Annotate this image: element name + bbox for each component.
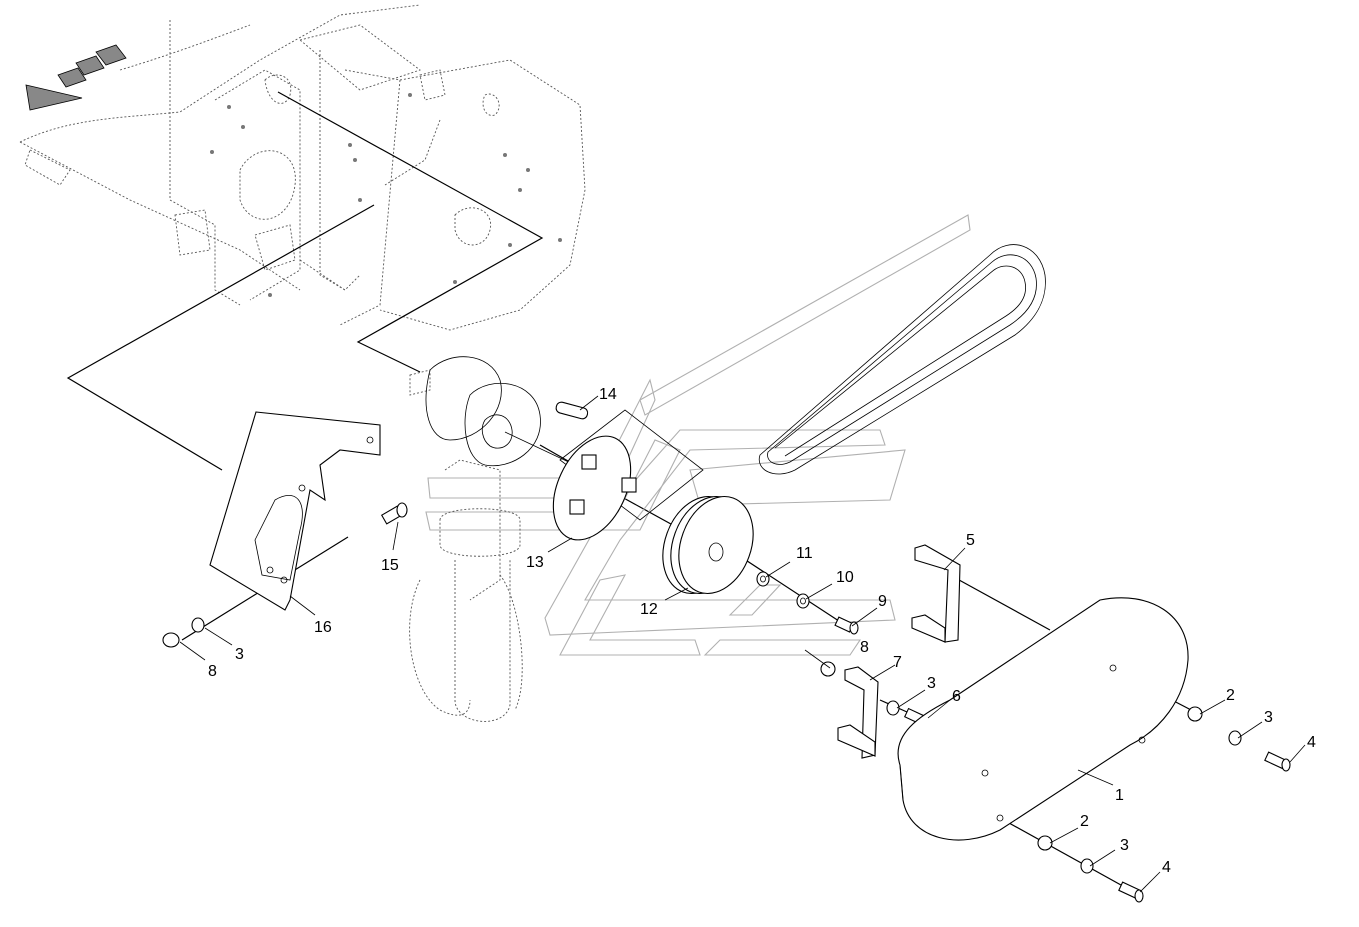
- callout-8b: 8: [208, 663, 217, 680]
- callout-3c: 3: [927, 675, 936, 692]
- callout-4a: 4: [1307, 734, 1316, 751]
- callout-3a: 3: [1264, 709, 1273, 726]
- part-1-belt-guard: [897, 597, 1189, 841]
- machine-housing: [19, 4, 586, 331]
- callout-8a: 8: [860, 639, 869, 656]
- hardware: [162, 571, 1291, 903]
- callout-labels: 1 2 2 3 3 3 3 4 4 5 6 7 8 8 9 10 11 12 1…: [208, 386, 1316, 876]
- callout-4b: 4: [1162, 859, 1171, 876]
- callout-6: 6: [952, 688, 961, 705]
- callout-12: 12: [640, 601, 658, 618]
- callout-2b: 2: [1080, 813, 1089, 830]
- part-16-shield-plate: [209, 411, 381, 611]
- callout-leaders: [179, 395, 1306, 893]
- gearbox-assembly: [409, 356, 576, 722]
- callout-1: 1: [1115, 787, 1124, 804]
- callout-16: 16: [314, 619, 332, 636]
- part-14-key: [555, 401, 589, 420]
- drive-belt: [758, 244, 1046, 475]
- callout-14: 14: [599, 386, 617, 403]
- callout-7: 7: [893, 654, 902, 671]
- callout-15: 15: [381, 557, 399, 574]
- callout-3d: 3: [235, 646, 244, 663]
- part-12-pulley: [662, 495, 754, 595]
- callout-10: 10: [836, 569, 854, 586]
- callout-3b: 3: [1120, 837, 1129, 854]
- part-7-bracket: [837, 666, 879, 759]
- callout-5: 5: [966, 532, 975, 549]
- part-13-hub: [552, 409, 704, 541]
- part-5-bracket: [911, 544, 961, 643]
- callout-9: 9: [878, 593, 887, 610]
- direction-arrow-icon: [25, 44, 127, 111]
- callout-2a: 2: [1226, 687, 1235, 704]
- callout-11: 11: [796, 545, 813, 562]
- callout-13: 13: [526, 554, 544, 571]
- part-15-bolt: [380, 502, 408, 525]
